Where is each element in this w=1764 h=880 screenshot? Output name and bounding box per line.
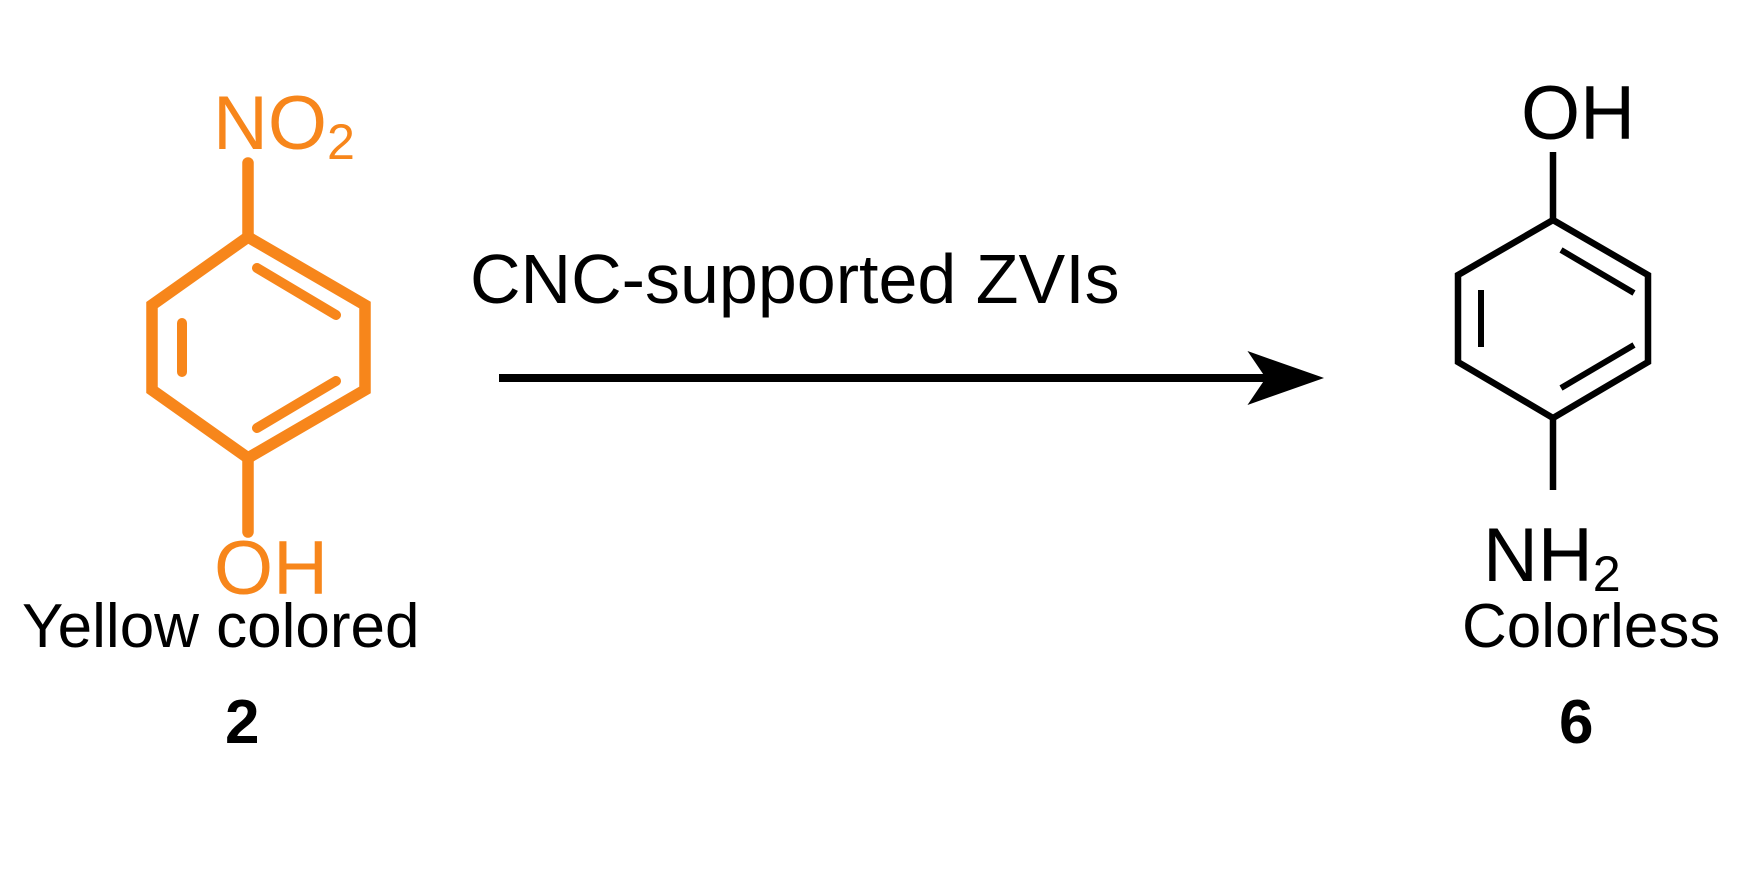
reactant-nitro-label: NO2 <box>213 86 355 168</box>
reactant-ring-svg <box>146 157 371 538</box>
reactant-double-bond-upper-right <box>252 263 341 320</box>
reactant-caption: Yellow colored <box>22 592 420 661</box>
reactant-double-bond-lower-right <box>252 376 341 433</box>
reactant-nitro-subscript: 2 <box>327 114 355 171</box>
reactant-hydroxyl-text: OH <box>214 526 328 611</box>
product-amine-subscript: 2 <box>1592 546 1621 603</box>
product-double-bond-upper-right <box>1559 247 1636 296</box>
product-caption: Colorless <box>1462 592 1721 661</box>
reaction-conditions-label: CNC-supported ZVIs <box>470 240 1120 318</box>
product-hexagon <box>1454 216 1652 422</box>
product-double-bond-lower-right <box>1559 342 1636 391</box>
reactant-number: 2 <box>225 688 260 757</box>
reactant-nitro-text: NO <box>213 81 327 166</box>
reaction-arrow-icon <box>499 351 1325 405</box>
product-amine-text: NH <box>1483 513 1593 598</box>
arrow-head <box>1247 351 1325 405</box>
product-number: 6 <box>1559 688 1594 757</box>
product-ring-svg <box>1454 152 1652 490</box>
product-amine-label: NH2 <box>1483 518 1621 600</box>
product-hydroxyl-label: OH <box>1521 76 1635 152</box>
product-hydroxyl-text: OH <box>1521 71 1635 156</box>
reactant-hydroxyl-label: OH <box>214 531 328 607</box>
